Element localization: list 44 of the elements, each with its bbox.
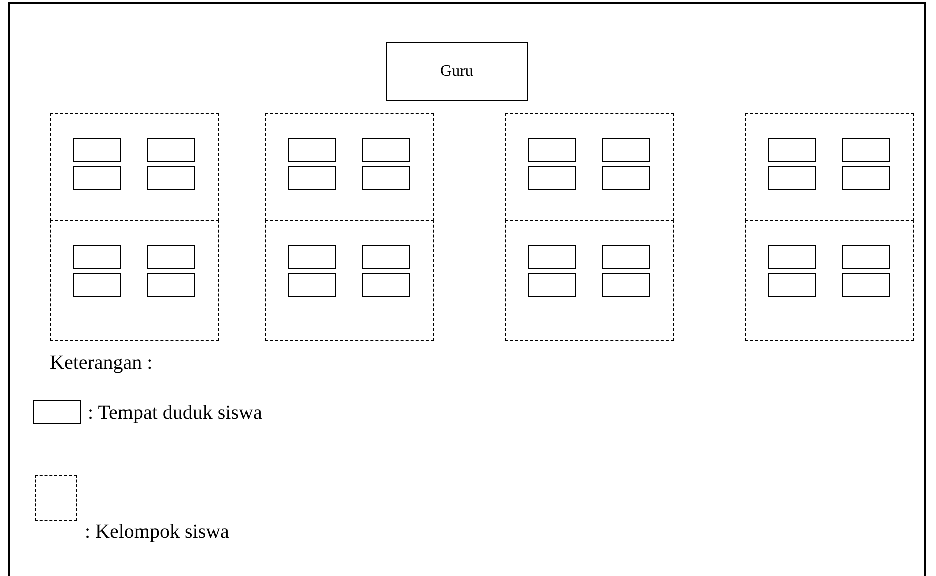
seat-rectangle: [147, 245, 195, 269]
seat-rectangle: [73, 245, 121, 269]
seat-rectangle: [362, 245, 410, 269]
seat-rectangle: [73, 138, 121, 162]
seat-rectangle: [528, 245, 576, 269]
seat-rectangle: [362, 166, 410, 190]
seat-rectangle: [602, 138, 650, 162]
seat-rectangle: [362, 138, 410, 162]
seat-rectangle: [602, 245, 650, 269]
seat-rectangle: [288, 273, 336, 297]
group-area: [265, 220, 434, 341]
seat-rectangle: [528, 138, 576, 162]
seat-rectangle: [768, 138, 816, 162]
legend-text: : Tempat duduk siswa: [88, 401, 262, 426]
seat-rectangle: [768, 273, 816, 297]
group-area: [505, 113, 674, 221]
seat-rectangle: [73, 166, 121, 190]
seat-rectangle: [768, 166, 816, 190]
seat-rectangle: [602, 166, 650, 190]
seat-rectangle: [147, 273, 195, 297]
seat-rectangle: [842, 273, 890, 297]
legend-heading: Keterangan :: [50, 351, 153, 376]
group-area: [265, 113, 434, 221]
seat-rectangle: [528, 273, 576, 297]
seat-rectangle: [602, 273, 650, 297]
seat-rectangle: [768, 245, 816, 269]
group-area: [50, 113, 219, 221]
group-area: [745, 113, 914, 221]
seat-rectangle: [842, 245, 890, 269]
group-area: [745, 220, 914, 341]
teacher-box: Guru: [386, 42, 528, 101]
seat-rectangle: [288, 166, 336, 190]
seat-rectangle: [147, 138, 195, 162]
seat-rectangle: [147, 166, 195, 190]
legend-text: : Kelompok siswa: [85, 520, 230, 545]
seat-rectangle: [842, 166, 890, 190]
seat-rectangle: [73, 273, 121, 297]
seat-rectangle: [528, 166, 576, 190]
group-area: [505, 220, 674, 341]
group-area: [50, 220, 219, 341]
seat-rectangle: [288, 245, 336, 269]
seat-rectangle: [288, 138, 336, 162]
seat-rectangle: [842, 138, 890, 162]
seat-rectangle: [362, 273, 410, 297]
